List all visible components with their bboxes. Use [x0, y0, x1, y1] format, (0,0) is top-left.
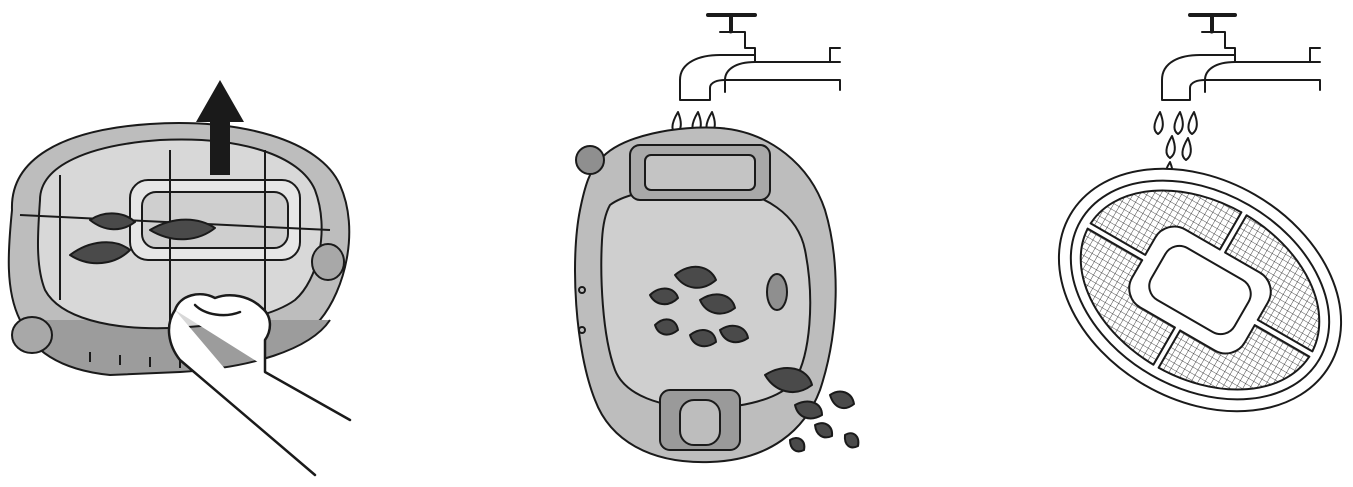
- faucet-icon: [680, 15, 840, 100]
- panel-rinse-filter: [1040, 0, 1353, 487]
- left-wheel-icon: [12, 317, 52, 353]
- panel-lift-filter: [0, 0, 400, 487]
- panel-rinse-body: [540, 0, 880, 487]
- robot-top-open-illustration: [0, 0, 400, 487]
- faucet-icon: [1162, 15, 1320, 100]
- robot-body-rinse-illustration: [540, 0, 880, 487]
- filter-panel-rinse-illustration: [1040, 0, 1353, 487]
- filter-panel: [1040, 120, 1353, 461]
- right-wheel-icon: [312, 244, 344, 280]
- side-port-icon: [767, 274, 787, 310]
- side-knob-icon: [576, 146, 604, 174]
